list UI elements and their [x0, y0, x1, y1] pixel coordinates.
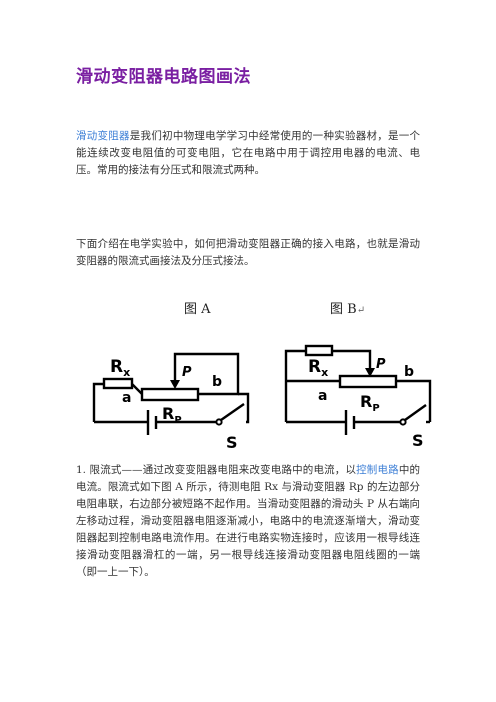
figure-b-label-text: 图 B [330, 302, 357, 317]
figure-a-label: 图 A [184, 302, 211, 317]
section1-text-after: 中的电流。限流式如下图 A 所示，待测电阻 Rx 与滑动变阻器 Rp 的左边部分… [76, 464, 420, 578]
intro-text: 是我们初中物理电学学习中经常使用的一种实验器材，是一个能连续改变电阻值的可变电阻… [76, 130, 421, 176]
switch-contact-b [399, 418, 407, 426]
slider-arrow-icon [170, 380, 180, 389]
slider-arrow-icon-b [365, 368, 375, 377]
rheostat-rp-b [338, 374, 398, 389]
switch-contact [215, 418, 223, 426]
label-p-b: P [376, 357, 386, 372]
label-rp-b: RP [360, 392, 380, 414]
switch-lever [220, 403, 245, 421]
label-rx-b: Rx [308, 357, 328, 379]
wire-rp-right-b [396, 379, 432, 422]
resistor-rx-b [304, 344, 334, 357]
section1-text-before: 1. 限流式——通过改变变阻器电阻来改变电路中的电流，以 [76, 464, 357, 476]
paragraph-mark-icon: ↵ [356, 305, 366, 316]
label-b-b: b [404, 364, 414, 380]
label-b: b [212, 374, 222, 390]
section1-paragraph: 1. 限流式——通过改变变阻器电阻来改变电路中的电流，以控制电路中的电流。限流式… [76, 462, 420, 581]
switch-lever-b [404, 404, 427, 421]
label-p: P [182, 365, 192, 380]
label-rx: Rx [110, 357, 130, 379]
resistor-rx [102, 377, 134, 390]
control-circuit-link[interactable]: 控制电路 [356, 464, 399, 476]
wire-top-loop [92, 382, 104, 422]
rheostat-link[interactable]: 滑动变阻器 [76, 130, 130, 142]
label-rp: RP [162, 404, 182, 426]
intro-paragraph: 滑动变阻器是我们初中物理电学学习中经常使用的一种实验器材，是一个能连续改变电阻值… [76, 128, 420, 179]
label-s-b: S [412, 431, 424, 450]
wire-right-side [238, 392, 250, 424]
wire-rx-rp [131, 383, 143, 395]
intro2-paragraph: 下面介绍在电学实验中，如何把滑动变阻器正确的接入电路，也就是滑动变阻器的限流式画… [76, 238, 420, 267]
wire-rx-left-b [284, 349, 306, 422]
label-s: S [226, 433, 238, 452]
figure-b-label: 图 B↵ [330, 298, 365, 317]
circuit-diagram-b: Rx P b a RP S [284, 344, 432, 450]
page-title: 滑动变阻器电路图画法 [76, 67, 251, 87]
circuit-diagram-a: Rx P b a RP S [92, 352, 250, 452]
wire-rx-right-b [332, 349, 372, 370]
label-a-b: a [318, 388, 327, 404]
wire-slider [173, 352, 240, 396]
label-a: a [122, 390, 131, 406]
rheostat-rp [140, 387, 200, 402]
